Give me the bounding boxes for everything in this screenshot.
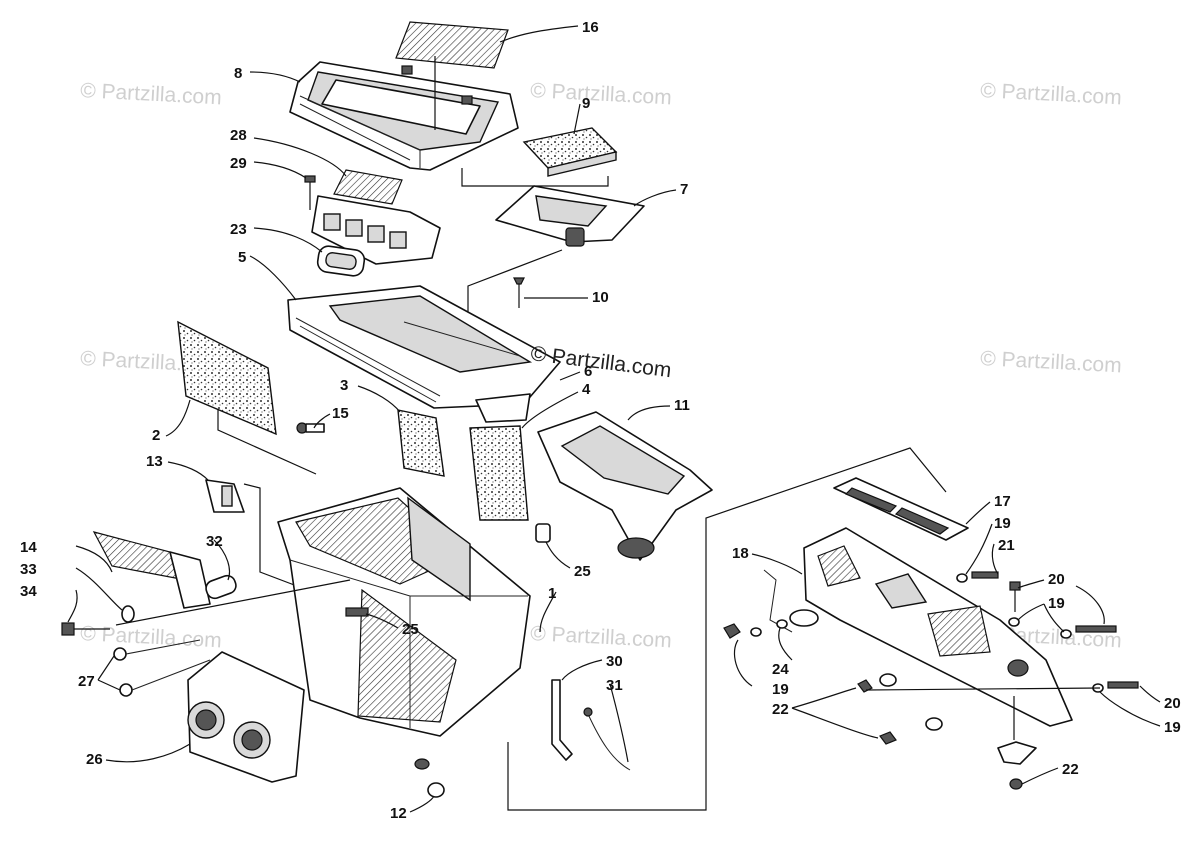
module-box (311, 195, 441, 265)
part-26-duct (187, 651, 305, 783)
part-24-rod (763, 569, 819, 633)
callout-12: 12 (390, 805, 407, 822)
callout-24: 24 (772, 661, 789, 678)
part-5-tray (287, 285, 561, 423)
part-14-duct (92, 531, 211, 609)
callout-34: 34 (20, 583, 37, 600)
callout-19: 19 (772, 681, 789, 698)
callout-33: 33 (20, 561, 37, 578)
callout-28: 28 (230, 127, 247, 144)
callout-13: 13 (146, 453, 163, 470)
callout-6: 6 (584, 363, 592, 380)
callout-4: 4 (582, 381, 591, 398)
callout-29: 29 (230, 155, 247, 172)
callout-25: 25 (574, 563, 591, 580)
callout-26: 26 (86, 751, 103, 768)
part-28-decal (333, 169, 403, 205)
callout-5: 5 (238, 249, 246, 266)
part-9-bracket (461, 168, 609, 187)
callout-23: 23 (230, 221, 247, 238)
callout-19: 19 (1048, 595, 1065, 612)
callout-19: 19 (994, 515, 1011, 532)
callout-labels: 16 8 9 28 29 7 23 5 10 6 3 4 11 15 2 13 … (20, 19, 1181, 822)
watermark-text: © Partzilla.com (80, 622, 223, 652)
callout-17: 17 (994, 493, 1011, 510)
watermark-text: © Partzilla.com (980, 79, 1123, 109)
part-13-bracket (243, 483, 319, 595)
part-11-intake (537, 411, 713, 561)
callout-14: 14 (20, 539, 37, 556)
callout-20: 20 (1164, 695, 1181, 712)
part-2-foam (177, 320, 277, 436)
callout-20: 20 (1048, 571, 1065, 588)
callout-7: 7 (680, 181, 688, 198)
part-13-clip (205, 479, 245, 513)
callout-2: 2 (152, 427, 160, 444)
leader-lines (67, 25, 1161, 813)
callout-19: 19 (1164, 719, 1181, 736)
part-25-bolt-lower (345, 607, 369, 617)
callout-10: 10 (592, 289, 609, 306)
part-1-airbox (277, 487, 531, 770)
part-7-baffle (495, 185, 645, 247)
callout-31: 31 (606, 677, 623, 694)
callout-1: 1 (548, 585, 556, 602)
part-16-strip (395, 21, 509, 69)
callout-27: 27 (78, 673, 95, 690)
part-31-cable (583, 707, 631, 771)
watermark-text: © Partzilla.com (980, 347, 1123, 377)
part-33-washer (121, 605, 135, 623)
lower-axis-line (865, 687, 1101, 691)
callout-22: 22 (1062, 761, 1079, 778)
part-8-lid (289, 61, 519, 171)
callout-16: 16 (582, 19, 599, 36)
callout-3: 3 (340, 377, 348, 394)
callout-21: 21 (998, 537, 1015, 554)
part-10-screw (513, 277, 525, 308)
part-17-gasket (833, 477, 969, 541)
callout-22: 22 (772, 701, 789, 718)
part-15-bolt (296, 422, 325, 434)
part-29-screw (304, 175, 316, 210)
watermark-text: © Partzilla.com (530, 79, 673, 109)
callout-11: 11 (674, 397, 690, 414)
part-34-axis-line (115, 579, 351, 626)
watermark-text: © Partzilla.com (530, 622, 673, 652)
callout-18: 18 (732, 545, 749, 562)
watermark-text: © Partzilla.com (80, 79, 223, 109)
callout-32: 32 (206, 533, 223, 550)
callout-25: 25 (402, 621, 419, 638)
part-12-drain (427, 782, 445, 798)
part-34-bolt (61, 622, 110, 636)
callout-8: 8 (234, 65, 242, 82)
part-2-bracket (217, 410, 317, 475)
callout-15: 15 (332, 405, 349, 422)
part-27-connectors (113, 639, 211, 697)
callout-30: 30 (606, 653, 623, 670)
part-9-filter (522, 127, 618, 177)
watermark-main-text: © Partzilla.com (529, 342, 672, 382)
part-25-bolt-upper (535, 523, 551, 543)
assembly-bracket-right (507, 447, 947, 811)
part-4-gasket (469, 425, 529, 521)
callout-9: 9 (582, 95, 590, 112)
part-3-gasket (397, 409, 445, 477)
part-30-tube (551, 679, 573, 761)
part-32-sleeve (205, 574, 237, 600)
part-18-duct (803, 527, 1073, 727)
part-23-grommet (316, 245, 366, 277)
